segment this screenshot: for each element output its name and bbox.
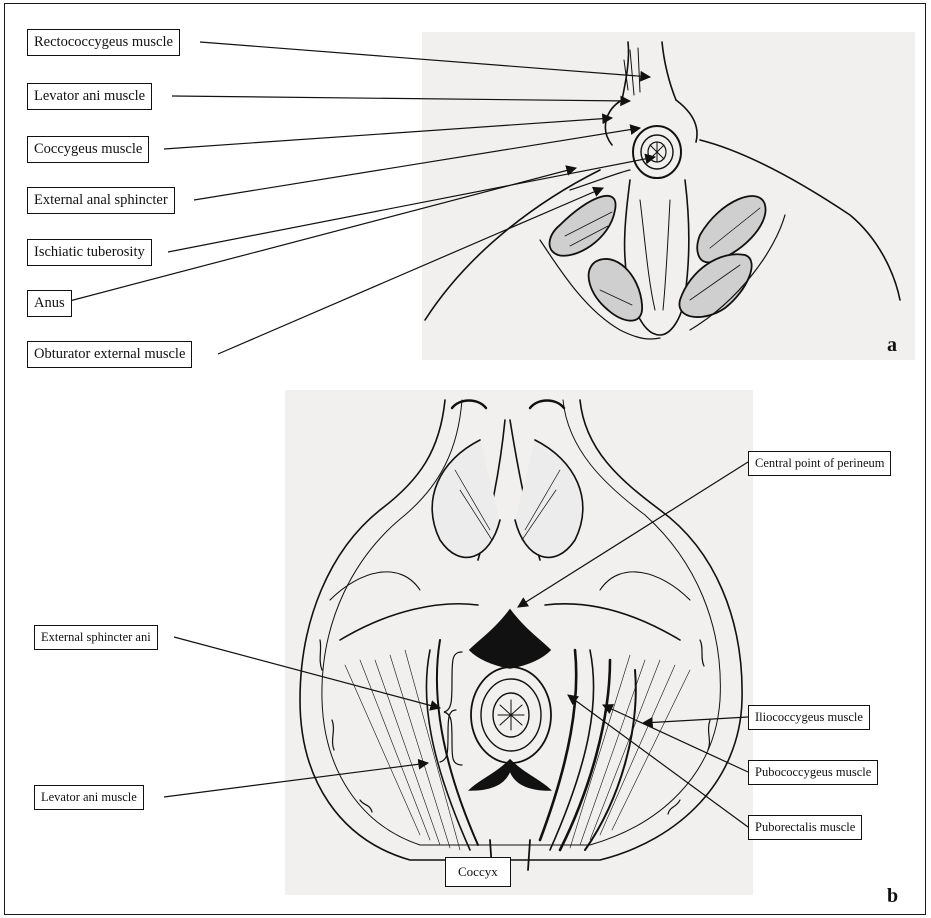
label-coccyx: Coccyx (445, 857, 511, 887)
label-text: Levator ani muscle (34, 88, 145, 105)
label-puborectalis: Puborectalis muscle (748, 815, 862, 840)
label-coccygeus: Coccygeus muscle (27, 136, 149, 163)
label-text: Obturator external muscle (34, 346, 185, 363)
label-pubococcygeus: Pubococcygeus muscle (748, 760, 878, 785)
label-iliococcygeus: Iliococcygeus muscle (748, 705, 870, 730)
label-text: Levator ani muscle (41, 790, 137, 805)
label-text: Coccyx (458, 864, 498, 880)
label-text: External sphincter ani (41, 630, 151, 645)
label-text: Anus (34, 295, 65, 312)
panel-b-letter: b (887, 885, 898, 908)
label-rectococcygeus: Rectococcygeus muscle (27, 29, 180, 56)
label-external-sphincter-ani: External sphincter ani (34, 625, 158, 650)
label-text: Pubococcygeus muscle (755, 765, 871, 780)
label-text: Rectococcygeus muscle (34, 34, 173, 51)
panel-b-illustration (300, 400, 742, 870)
label-central-point-perineum: Central point of perineum (748, 451, 891, 476)
label-levator-ani-a: Levator ani muscle (27, 83, 152, 110)
label-text: Central point of perineum (755, 456, 884, 471)
label-text: Ischiatic tuberosity (34, 244, 145, 261)
label-text: Iliococcygeus muscle (755, 710, 863, 725)
panel-a-illustration (425, 42, 900, 339)
label-text: External anal sphincter (34, 192, 168, 209)
label-ischiatic-tuberosity: Ischiatic tuberosity (27, 239, 152, 266)
panel-a-letter: a (887, 334, 897, 357)
label-obturator-external: Obturator external muscle (27, 341, 192, 368)
label-levator-ani-b: Levator ani muscle (34, 785, 144, 810)
label-text: Coccygeus muscle (34, 141, 142, 158)
label-anus: Anus (27, 290, 72, 317)
label-external-anal-sphincter: External anal sphincter (27, 187, 175, 214)
label-text: Puborectalis muscle (755, 820, 855, 835)
